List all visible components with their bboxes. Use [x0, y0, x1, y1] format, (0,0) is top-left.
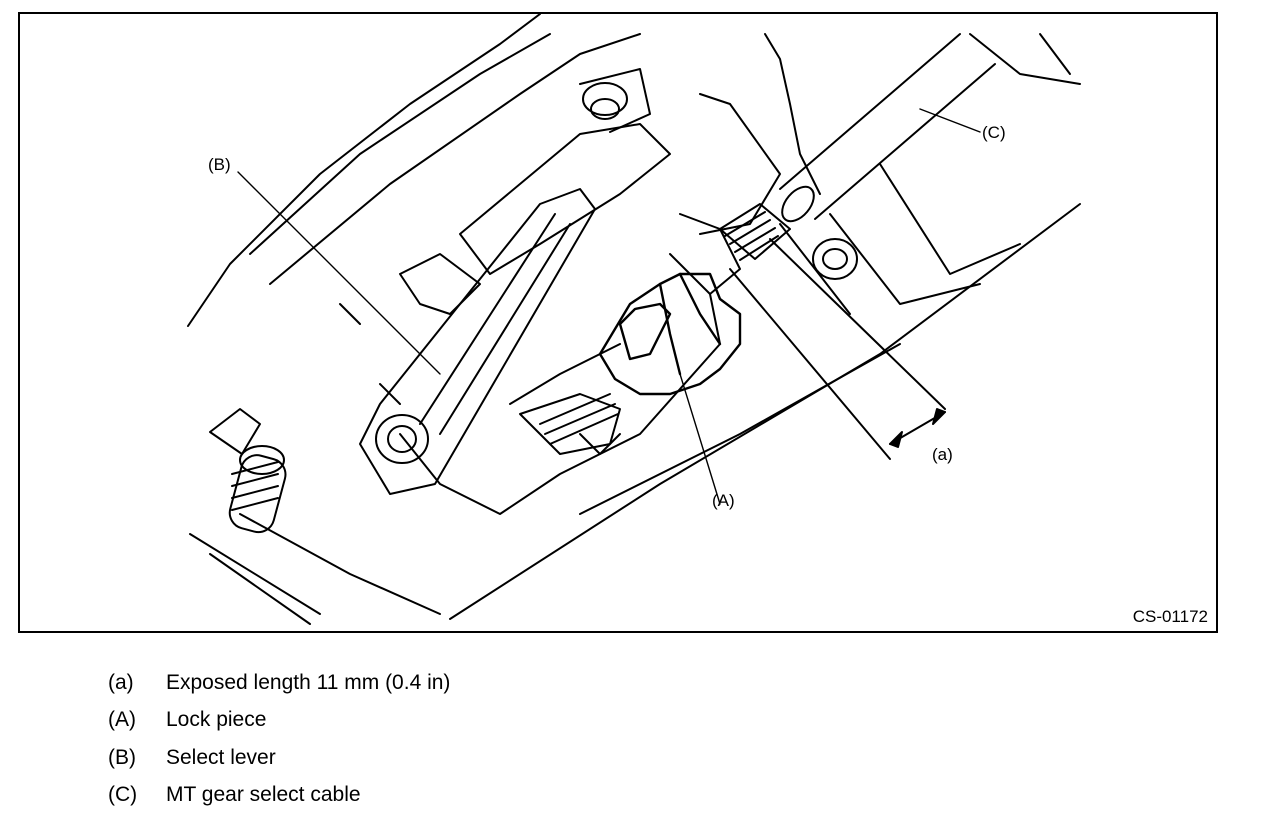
leader-lines	[237, 108, 981, 505]
lock-piece	[598, 272, 742, 396]
legend-item: (C) MT gear select cable	[108, 777, 450, 815]
legend-item: (a) Exposed length 11 mm (0.4 in)	[108, 664, 450, 702]
legend-key: (C)	[108, 783, 138, 807]
legend-text: Select lever	[166, 745, 276, 769]
bolt-top	[579, 68, 651, 133]
legend-text: Exposed length 11 mm (0.4 in)	[166, 670, 451, 694]
legend-key: (A)	[108, 708, 136, 732]
transmission-linkage-drawing	[187, 14, 1081, 625]
legend: (a) Exposed length 11 mm (0.4 in) (A) Lo…	[108, 664, 450, 814]
legend-text: Lock piece	[166, 708, 267, 732]
legend-text: MT gear select cable	[166, 783, 361, 807]
legend-item: (A) Lock piece	[108, 702, 450, 740]
dimension-a	[729, 238, 946, 460]
figure-id: CS-01172	[1132, 607, 1208, 626]
select-lever	[359, 188, 596, 495]
legend-key: (a)	[108, 670, 134, 694]
select-cable	[679, 33, 996, 295]
shift-mechanism	[339, 93, 781, 515]
callout-lower-a: (a)	[932, 445, 953, 464]
callout-b: (B)	[208, 155, 231, 174]
bolt-left	[209, 408, 287, 534]
legend-item: (B) Select lever	[108, 739, 450, 777]
callout-c: (C)	[982, 123, 1006, 142]
legend-key: (B)	[108, 745, 136, 769]
diagram-frame: (B) (C) (A) (a) CS-01172	[18, 12, 1218, 633]
callout-upper-a: (A)	[712, 491, 735, 510]
